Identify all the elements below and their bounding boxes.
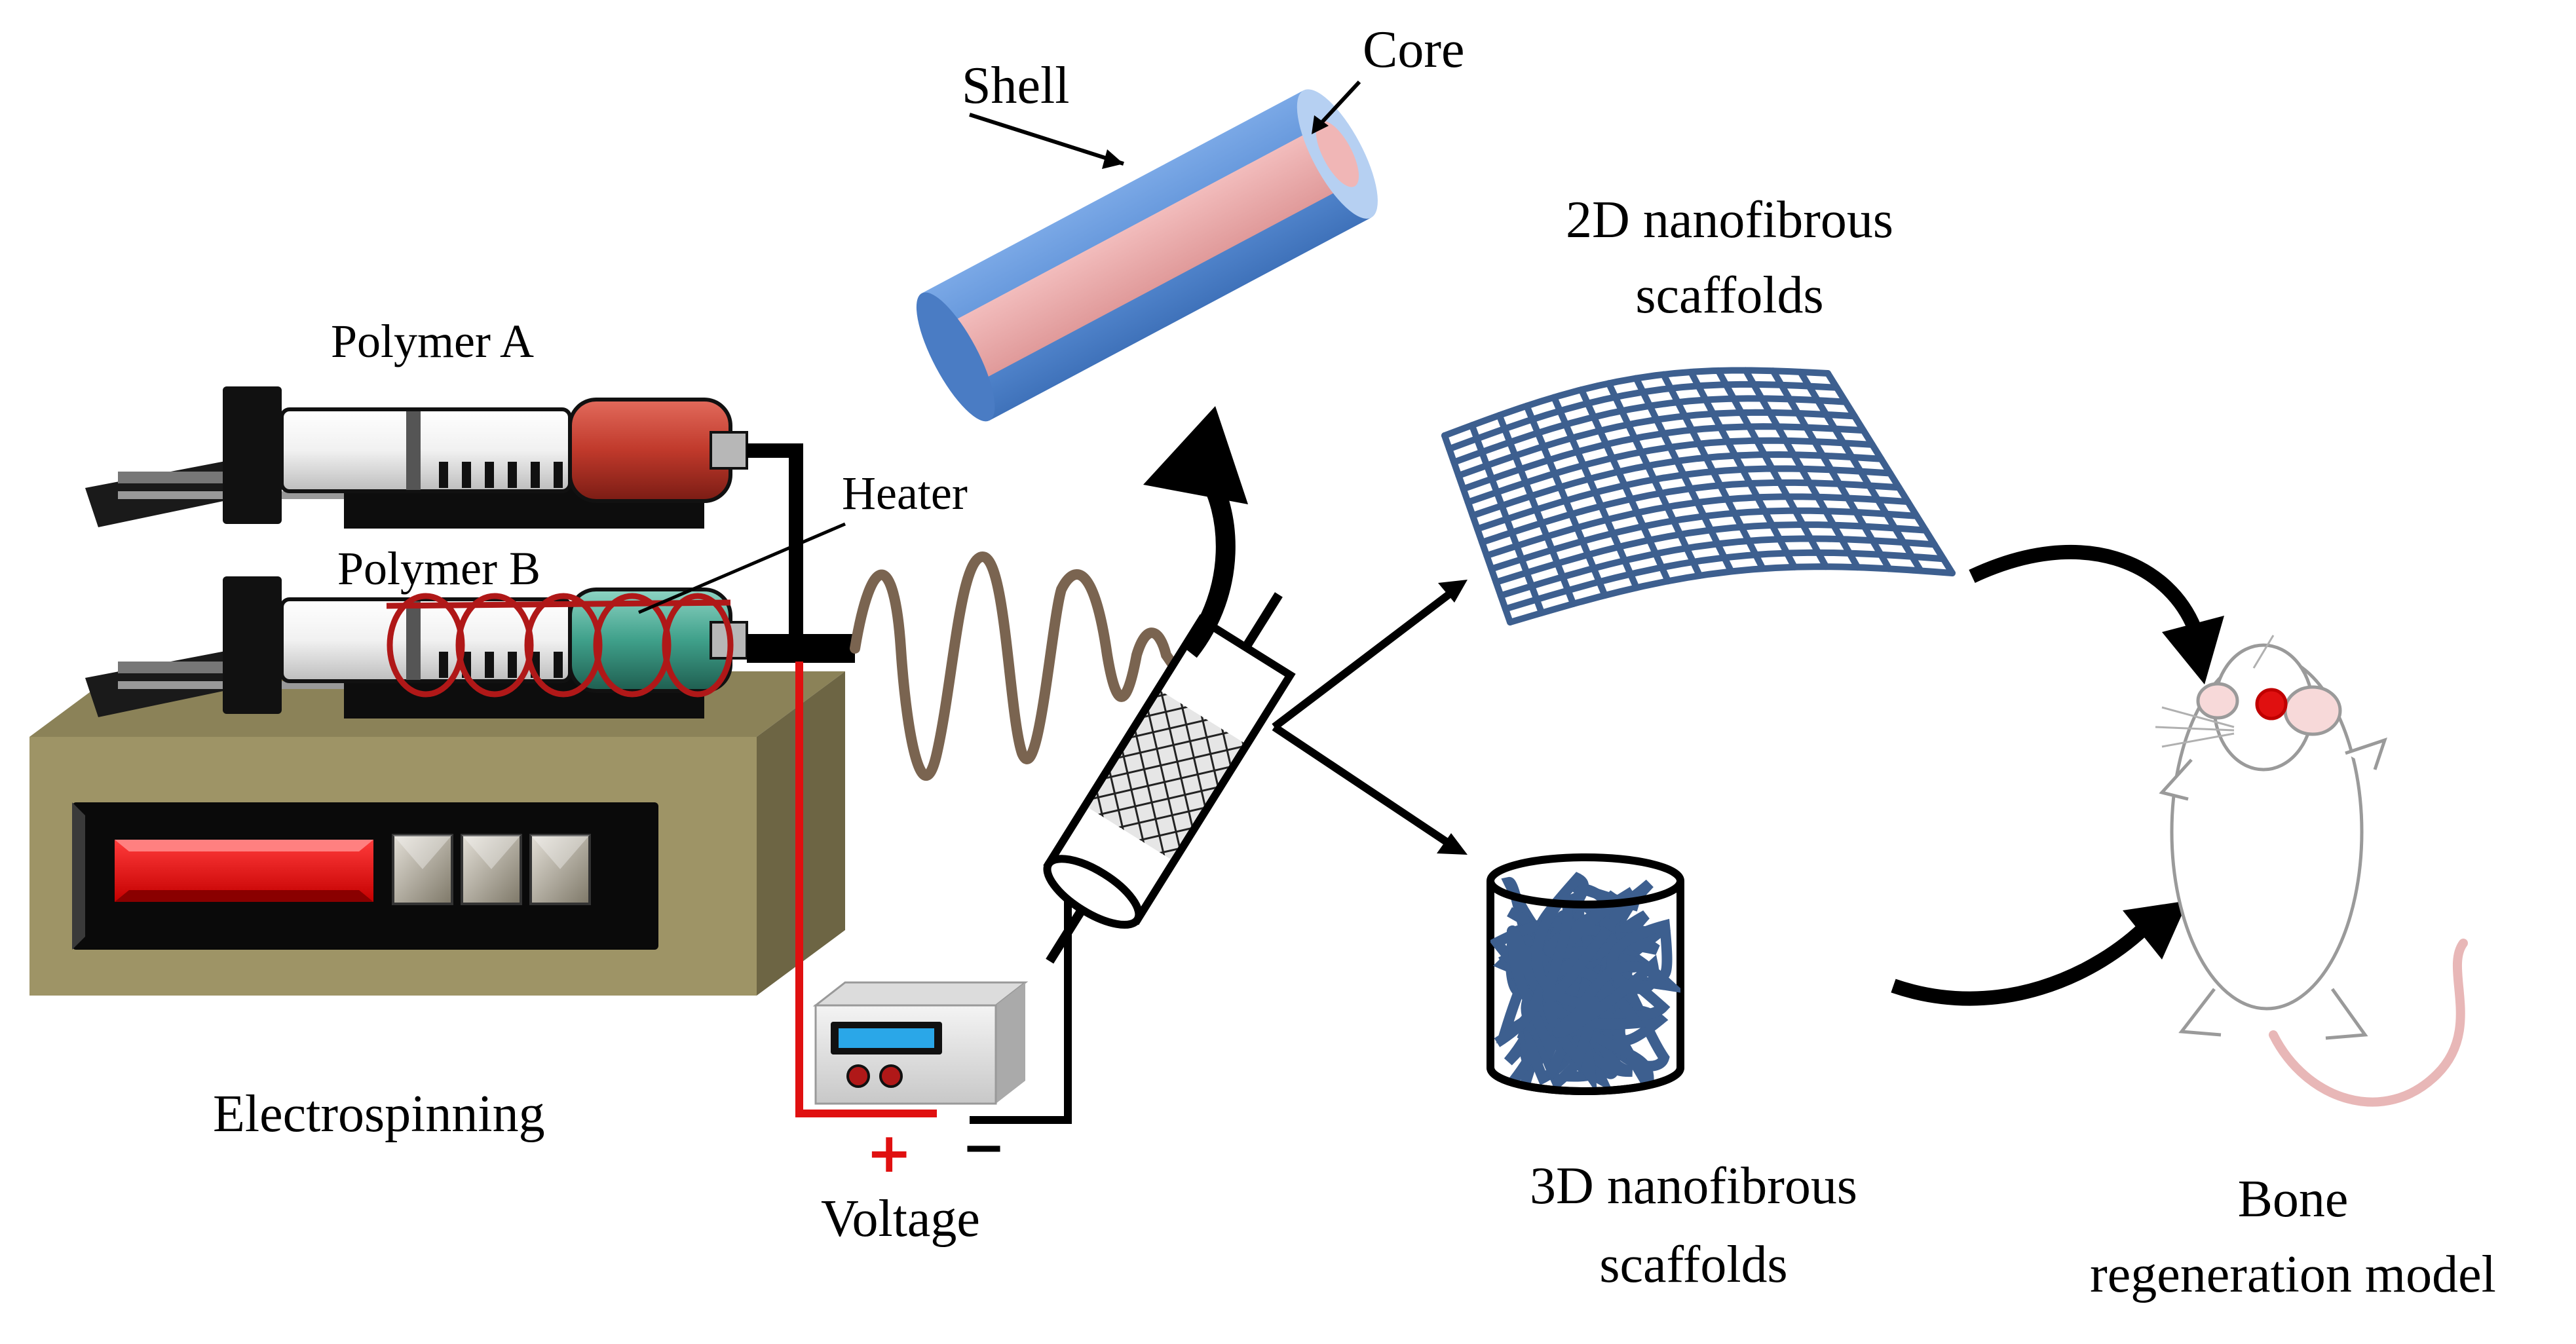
aligned-mesh-icon (1441, 367, 1956, 625)
mesh-fiber (1502, 549, 1947, 612)
mesh-fiber (1507, 563, 1956, 625)
mesh-fiber (1479, 479, 1903, 546)
mesh-fiber (1714, 367, 1830, 570)
label-2d-scaffolds-line1: 2D nanofibrous (1566, 191, 1893, 249)
label-heater: Heater (842, 467, 968, 519)
label-electrospinning: Electrospinning (213, 1085, 545, 1143)
shell-callout-line (969, 113, 1124, 166)
syringe-pump-icon (29, 671, 845, 996)
label-minus: − (962, 1117, 1006, 1178)
label-shell: Shell (962, 57, 1070, 115)
heater-callout-line (638, 522, 846, 614)
label-polymer-b: Polymer B (337, 542, 541, 595)
label-core: Core (1363, 21, 1465, 79)
pump-buttons (392, 834, 591, 905)
mesh-fiber (1797, 368, 1924, 574)
core-callout-line (1315, 80, 1361, 130)
mesh-fiber (1497, 535, 1938, 599)
mesh-fiber (1825, 370, 1956, 576)
label-3d-scaffolds-line2: scaffolds (1599, 1236, 1788, 1294)
mesh-fiber (1483, 493, 1912, 559)
label-3d-scaffolds-line1: 3D nanofibrous (1530, 1157, 1857, 1215)
random-fiber-cylinder-icon (1487, 853, 1684, 1095)
label-plus: + (866, 1121, 913, 1185)
syringe-a (85, 386, 803, 645)
core-shell-fiber-icon (916, 89, 1378, 422)
arrows-to-model (1891, 544, 2224, 1006)
pump-display (115, 840, 373, 902)
fiber-jet (850, 551, 1207, 781)
coaxial-nozzle-icon (1043, 592, 1296, 964)
wires (795, 662, 1072, 1124)
label-polymer-a: Polymer A (331, 315, 535, 367)
label-bone-line1: Bone (2237, 1170, 2349, 1228)
heating-coil-icon (386, 593, 734, 698)
mesh-fiber (1474, 465, 1893, 532)
curved-arrow-up (1143, 406, 1248, 658)
branch-arrows (1272, 589, 1454, 848)
mesh-fiber (1770, 367, 1893, 572)
mesh-fiber (1492, 521, 1929, 586)
label-2d-scaffolds-line2: scaffolds (1635, 267, 1824, 324)
high-voltage-supply-icon (812, 981, 1029, 1105)
label-bone-line2: regeneration model (2090, 1246, 2496, 1303)
mesh-fiber (1488, 507, 1920, 572)
syringe-b (85, 576, 855, 719)
mesh-fiber (1660, 371, 1766, 572)
rat-icon (2155, 635, 2468, 1107)
mesh-fiber (1742, 367, 1861, 571)
mesh-fiber (1688, 368, 1798, 570)
scaffold-fiber (1531, 888, 1673, 1038)
label-voltage: Voltage (821, 1190, 980, 1248)
